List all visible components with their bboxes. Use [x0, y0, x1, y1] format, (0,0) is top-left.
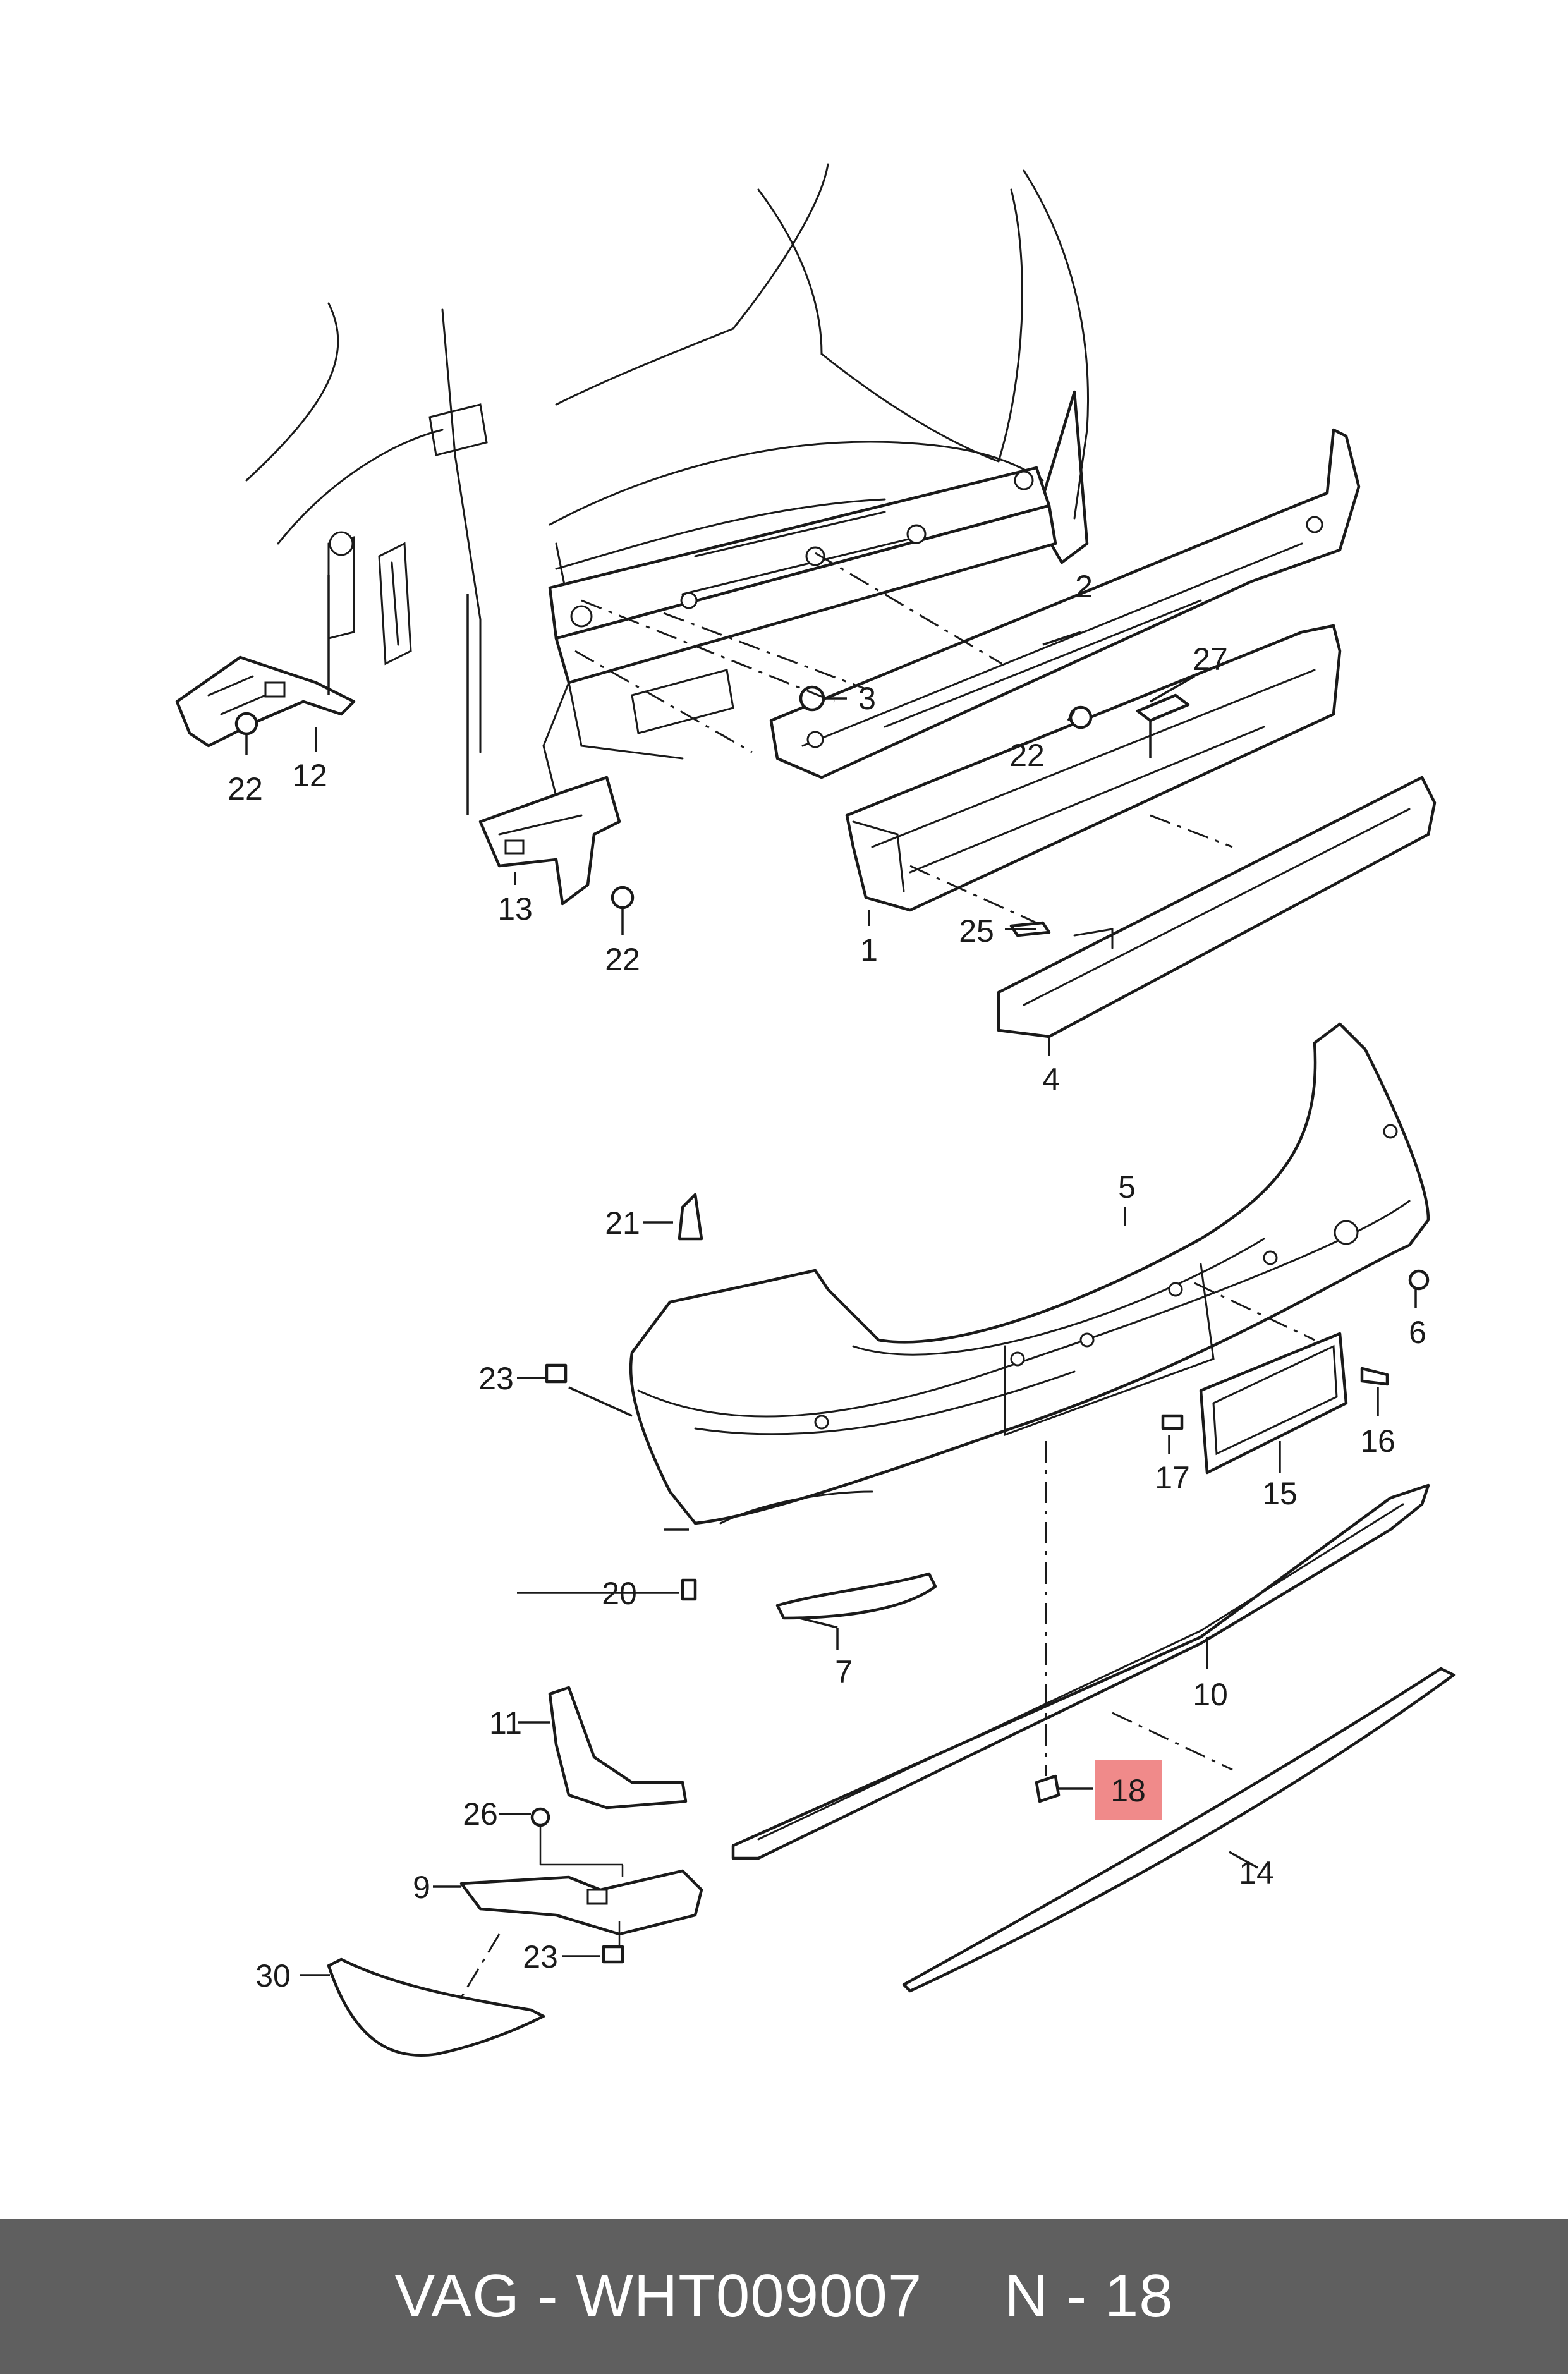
license-plate-mount-15 — [1199, 1332, 1348, 1475]
callout-20: 20 — [602, 1576, 637, 1611]
reflector-7 — [775, 1572, 937, 1620]
callout-7: 7 — [835, 1654, 853, 1689]
callout-11: 11 — [489, 1705, 522, 1741]
callout-5: 5 — [1118, 1169, 1136, 1205]
callout-9: 9 — [413, 1870, 430, 1905]
callout-22-right: 22 — [1009, 738, 1045, 773]
callout-23-lower: 23 — [523, 1939, 558, 1975]
assembly-lines — [460, 552, 1315, 1998]
callout-27: 27 — [1193, 642, 1228, 677]
impact-absorber-1 — [845, 624, 1342, 912]
cover-30 — [327, 1957, 545, 2057]
highlight-part-18 — [1095, 1760, 1162, 1820]
bumper-carrier-2 — [769, 428, 1361, 779]
callout-17: 17 — [1155, 1460, 1190, 1495]
callout-10: 10 — [1193, 1677, 1228, 1712]
diffuser-10 — [731, 1483, 1430, 1860]
trim-strip-14 — [902, 1667, 1456, 1993]
callout-30: 30 — [255, 1958, 291, 1994]
guide-9 — [459, 1869, 703, 1936]
callout-21: 21 — [605, 1205, 640, 1241]
callout-25: 25 — [959, 913, 994, 949]
reinforcement-4 — [997, 776, 1437, 1038]
callout-4: 4 — [1042, 1062, 1060, 1097]
callout-labels: 1 2 3 4 5 6 7 9 10 11 12 13 14 15 16 17 … — [228, 569, 1426, 1994]
callout-2: 2 — [1075, 569, 1093, 604]
diagram-position: N - 18 — [1004, 2262, 1174, 2330]
callout-1: 1 — [860, 932, 878, 968]
callout-23-upper: 23 — [478, 1361, 514, 1396]
callout-14: 14 — [1239, 1855, 1274, 1890]
bracket-12 — [175, 655, 356, 748]
callout-6: 6 — [1409, 1315, 1426, 1350]
callout-22-middle: 22 — [605, 942, 640, 977]
callout-12: 12 — [292, 758, 327, 793]
brand-part-number: VAG - WHT009007 — [394, 2262, 923, 2330]
callout-15: 15 — [1262, 1476, 1298, 1511]
leader-lines — [245, 575, 1417, 1976]
bracket-13 — [478, 776, 621, 906]
bumper-cover-5 — [629, 1022, 1430, 1525]
callout-26: 26 — [463, 1796, 498, 1832]
callout-16: 16 — [1360, 1423, 1395, 1459]
callout-3: 3 — [858, 681, 876, 716]
bracket-11 — [548, 1686, 688, 1810]
callout-22-left: 22 — [228, 771, 263, 807]
callout-18: 18 — [1110, 1773, 1146, 1808]
part-number-footer: VAG - WHT009007 N - 18 — [0, 2219, 1568, 2374]
parts-diagram: 1 2 3 4 5 6 7 9 10 11 12 13 14 15 16 17 … — [175, 163, 1456, 2057]
callout-13: 13 — [497, 891, 533, 927]
car-body-outline — [245, 163, 1090, 798]
